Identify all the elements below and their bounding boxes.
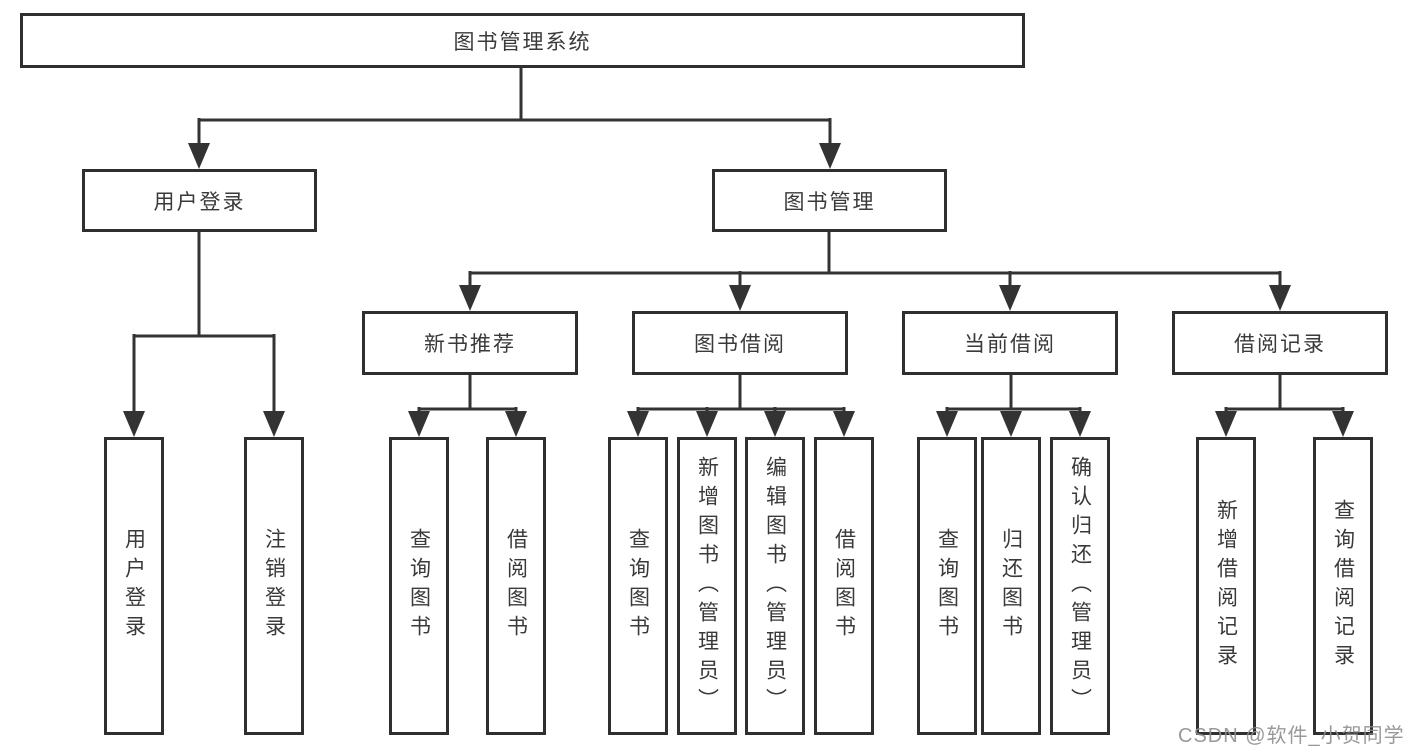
- node-current-borrow-label: 当前借阅: [964, 333, 1056, 356]
- node-library-system-label: 图书管理系统: [453, 30, 592, 54]
- node-leaf-confirm-return-admin: 确认归还（管理员）: [1050, 437, 1110, 735]
- node-leaf-query-book-2-label: 查询图书: [626, 528, 650, 644]
- node-leaf-add-borrow-record: 新增借阅记录: [1196, 437, 1256, 735]
- node-leaf-logout: 注销登录: [244, 437, 304, 735]
- node-library-system: 图书管理系统: [20, 13, 1025, 68]
- node-borrow-record-label: 借阅记录: [1234, 333, 1326, 356]
- node-leaf-add-book-admin-label: 新增图书（管理员）: [695, 455, 719, 717]
- node-user-login-branch-label: 用户登录: [153, 190, 246, 214]
- node-leaf-query-book-2: 查询图书: [608, 437, 668, 735]
- node-leaf-borrow-book-2-label: 借阅图书: [832, 528, 856, 644]
- node-leaf-add-borrow-record-label: 新增借阅记录: [1214, 499, 1238, 673]
- node-book-management-label: 图书管理: [783, 190, 876, 214]
- node-leaf-query-book-1-label: 查询图书: [407, 528, 431, 644]
- csdn-watermark: CSDN @软件_小贺同学: [1178, 725, 1405, 747]
- node-book-borrow: 图书借阅: [632, 311, 848, 375]
- node-leaf-return-book-label: 归还图书: [999, 528, 1023, 644]
- node-book-management: 图书管理: [712, 169, 947, 232]
- arrowheads: [123, 143, 1354, 437]
- node-leaf-return-book: 归还图书: [981, 437, 1041, 735]
- node-current-borrow: 当前借阅: [902, 311, 1118, 375]
- node-leaf-edit-book-admin-label: 编辑图书（管理员）: [763, 455, 787, 717]
- node-leaf-add-book-admin: 新增图书（管理员）: [677, 437, 737, 735]
- node-leaf-query-book-3-label: 查询图书: [935, 528, 959, 644]
- node-leaf-user-login-label: 用户登录: [122, 528, 146, 644]
- node-leaf-query-book-3: 查询图书: [917, 437, 977, 735]
- node-new-book-recommend-label: 新书推荐: [424, 333, 516, 356]
- node-leaf-borrow-book-1-label: 借阅图书: [504, 528, 528, 644]
- node-borrow-record: 借阅记录: [1172, 311, 1388, 375]
- node-leaf-borrow-book-2: 借阅图书: [814, 437, 874, 735]
- node-leaf-confirm-return-admin-label: 确认归还（管理员）: [1068, 455, 1092, 717]
- node-leaf-logout-label: 注销登录: [262, 528, 286, 644]
- node-leaf-borrow-book-1: 借阅图书: [486, 437, 546, 735]
- node-leaf-query-book-1: 查询图书: [389, 437, 449, 735]
- node-new-book-recommend: 新书推荐: [362, 311, 578, 375]
- node-leaf-edit-book-admin: 编辑图书（管理员）: [745, 437, 805, 735]
- node-book-borrow-label: 图书借阅: [694, 333, 786, 356]
- node-user-login-branch: 用户登录: [82, 169, 317, 232]
- node-leaf-query-borrow-record: 查询借阅记录: [1313, 437, 1373, 735]
- node-leaf-query-borrow-record-label: 查询借阅记录: [1331, 499, 1355, 673]
- node-leaf-user-login: 用户登录: [104, 437, 164, 735]
